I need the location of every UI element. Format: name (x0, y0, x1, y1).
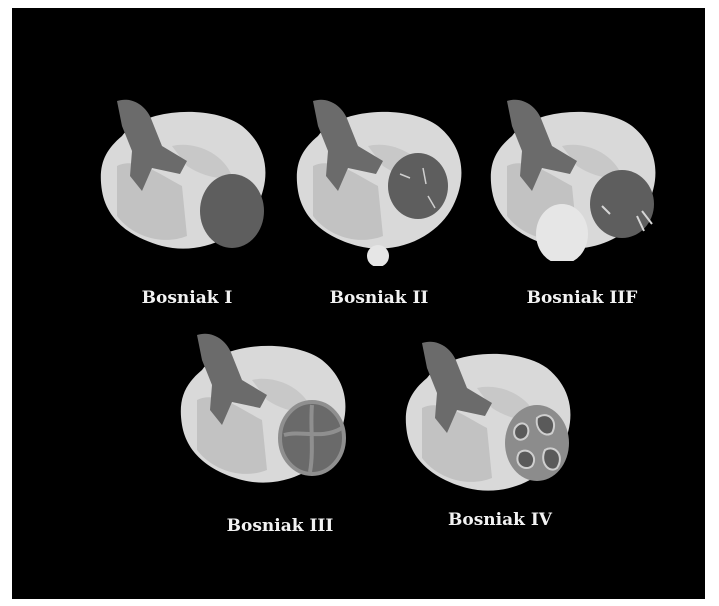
label-bosniak-4: Bosniak IV (410, 510, 590, 530)
kidney-figure-bosniak-2 (288, 96, 478, 266)
label-bosniak-3: Bosniak III (190, 516, 370, 536)
cyst (590, 170, 654, 238)
diagram-panel: Bosniak I Bosniak II Bosniak IIF (12, 8, 705, 599)
label-bosniak-2f: Bosniak IIF (492, 288, 672, 308)
simple-cyst (200, 174, 264, 248)
cyst (388, 153, 448, 219)
kidney-figure-bosniak-2f (482, 96, 682, 261)
label-bosniak-1: Bosniak I (97, 288, 277, 308)
kidney-figure-bosniak-4 (397, 338, 587, 503)
enhancing-cystic-mass (505, 405, 569, 481)
kidney-figure-bosniak-3 (172, 330, 362, 495)
kidney-figure-bosniak-1 (92, 96, 282, 261)
label-bosniak-2: Bosniak II (289, 288, 469, 308)
small-cyst (367, 245, 389, 266)
